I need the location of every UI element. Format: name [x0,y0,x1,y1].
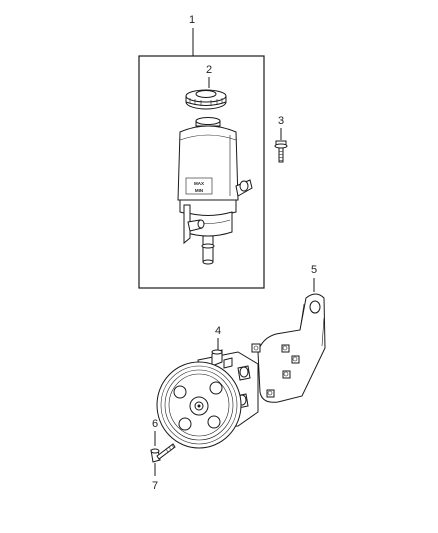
pump-mounting-bracket [251,293,326,403]
callout-2: 2 [206,64,212,88]
reservoir-min-mark: MIN [195,188,203,193]
callout-4-label: 4 [215,325,221,337]
callout-1: 1 [189,14,195,56]
callout-3-label: 3 [278,115,284,127]
power-steering-pump [156,349,259,449]
callout-7-label: 7 [152,480,158,492]
callout-6: 6 [152,418,158,446]
reservoir-cap [185,89,227,110]
callout-6-label: 6 [152,418,158,430]
reservoir-group-box [138,55,265,289]
callout-2-label: 2 [206,64,212,76]
pump-mounting-bolt [150,443,176,463]
reservoir-bolt [274,140,288,163]
callout-3: 3 [278,115,284,140]
callout-1-label: 1 [189,14,195,26]
reservoir-max-mark: MAX [194,181,204,186]
callout-7: 7 [152,463,158,492]
reservoir-body: MAX MIN [177,117,253,265]
callout-5: 5 [311,264,317,292]
callout-5-label: 5 [311,264,317,276]
